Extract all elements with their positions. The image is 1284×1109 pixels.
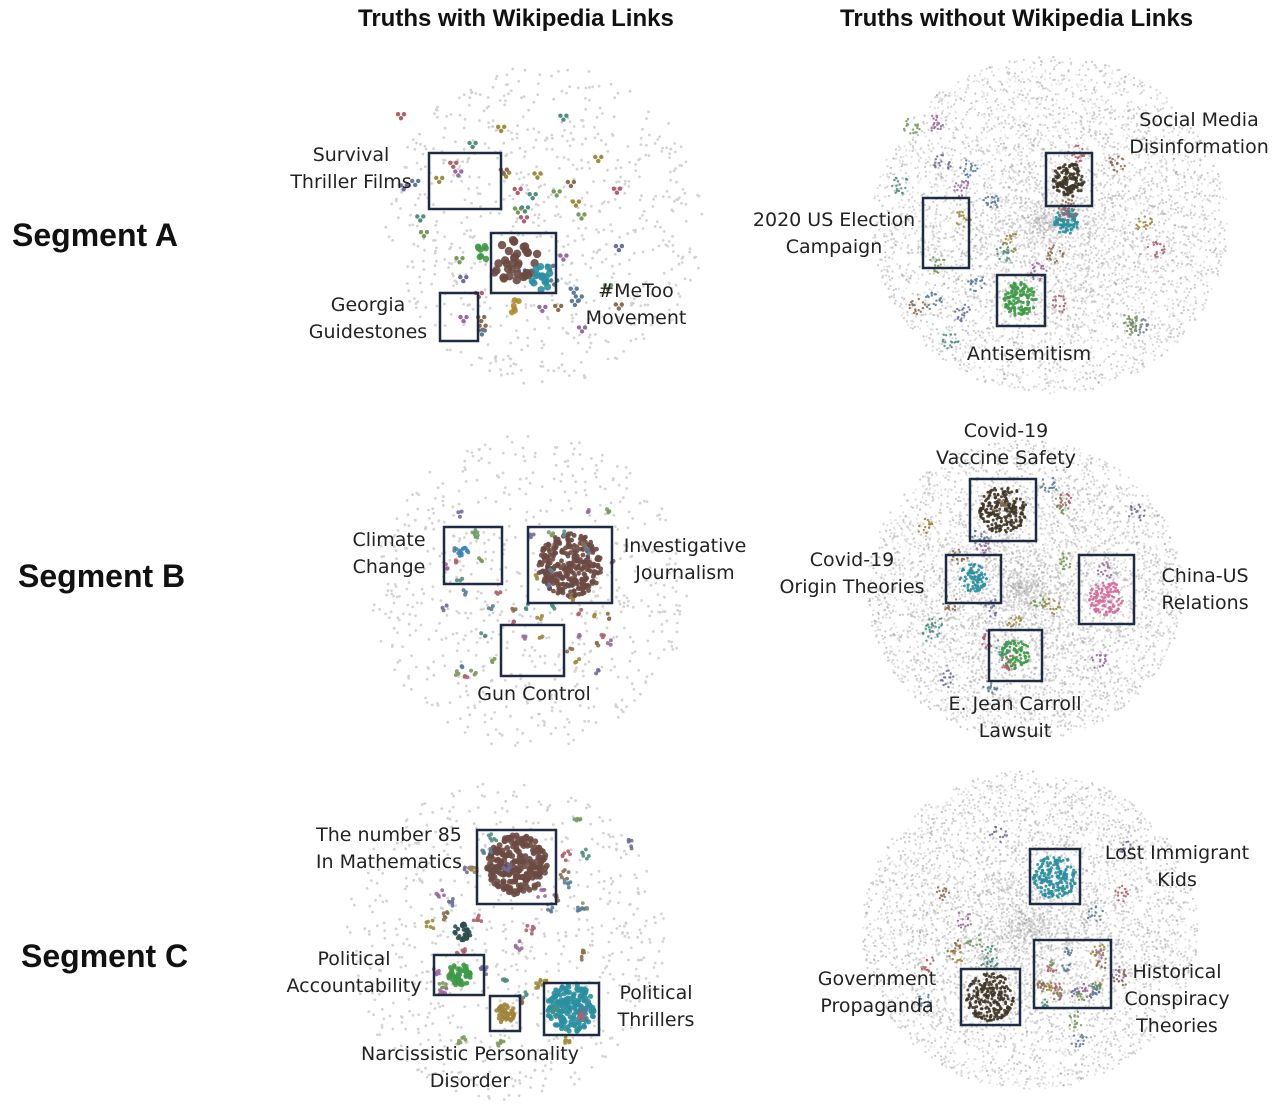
box-gun-control — [501, 625, 564, 676]
column-title-without-links: Truths without Wikipedia Links — [840, 5, 1193, 33]
segment-c-label: Segment C — [21, 938, 188, 975]
cluster-label-gun-control: Gun Control — [468, 681, 600, 708]
segment-b-label: Segment B — [18, 558, 185, 595]
segment-a-label: Segment A — [12, 217, 178, 254]
column-title-with-links: Truths with Wikipedia Links — [358, 5, 674, 33]
network-segment-c-right — [862, 770, 1198, 1090]
cluster-label-antisemitism: Antisemitism — [958, 341, 1100, 368]
